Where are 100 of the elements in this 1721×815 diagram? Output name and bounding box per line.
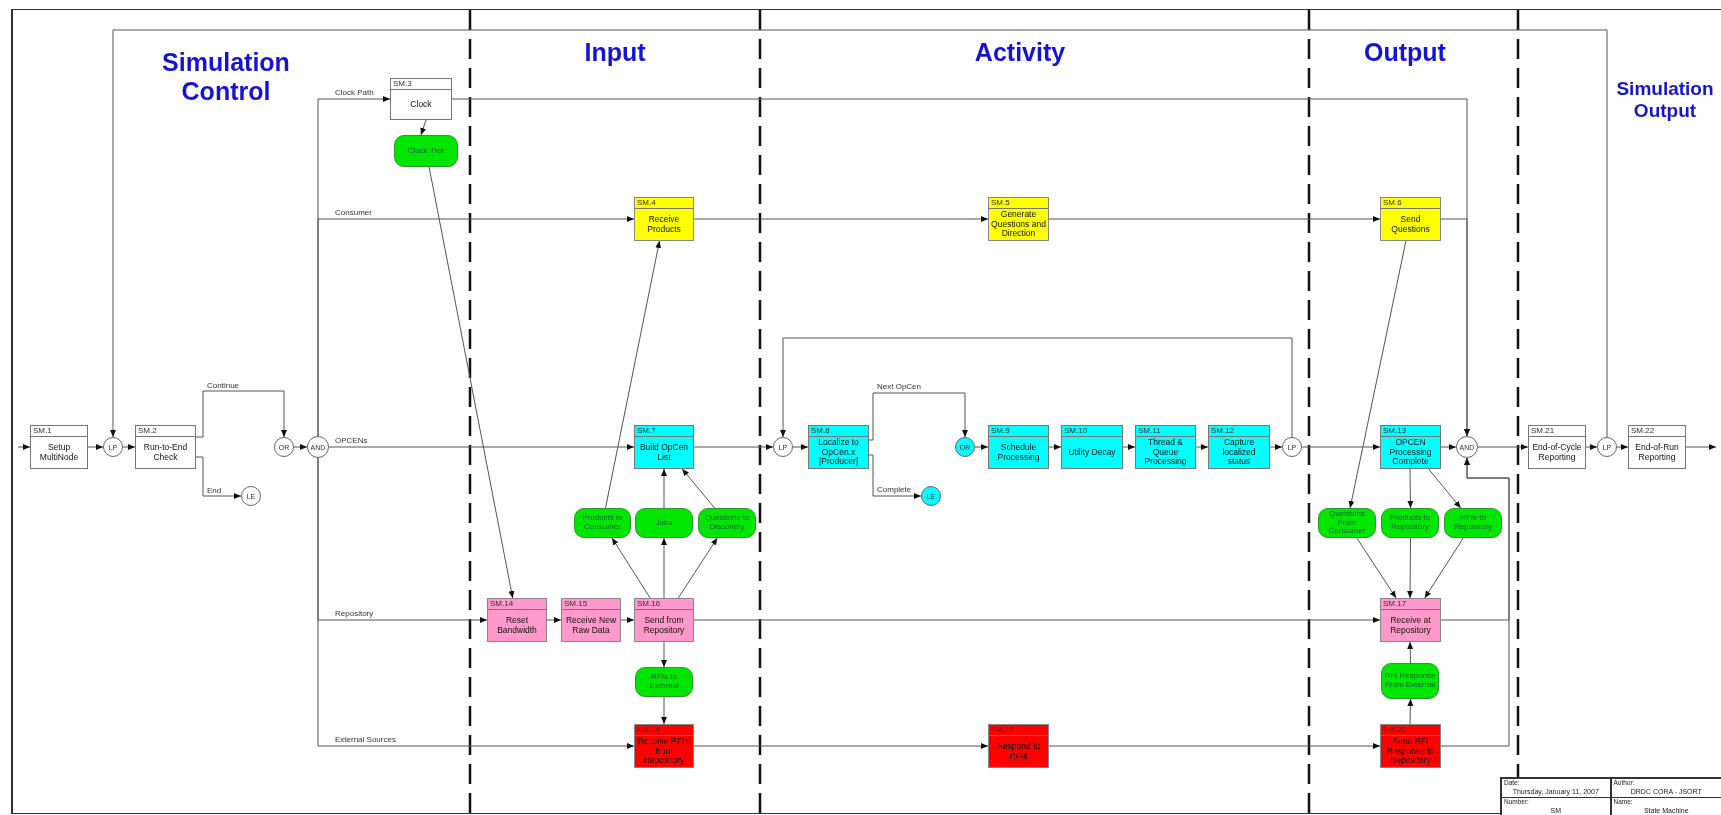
flow-arrow <box>661 696 667 725</box>
state-label: Receive Products <box>646 215 682 234</box>
flow-arrow <box>1616 444 1629 450</box>
state-label: Capture localized status <box>1221 438 1257 467</box>
flow-arrow <box>1407 641 1414 664</box>
flow-arrow <box>693 617 1381 623</box>
flow-arrow <box>868 392 968 441</box>
state-box <box>1380 598 1441 642</box>
state-id: SM.1 <box>31 426 87 437</box>
data-pill <box>698 508 756 538</box>
state-box <box>808 425 869 469</box>
state-label: Utility Decay <box>1068 447 1116 458</box>
flow-arrow <box>17 444 31 450</box>
state-box <box>634 197 694 241</box>
state-box <box>30 425 88 469</box>
state-box <box>135 425 196 469</box>
state-id: SM.6 <box>1381 198 1440 209</box>
flow-arrow <box>1195 444 1209 450</box>
data-pill <box>1381 508 1439 538</box>
flow-arrow <box>451 98 1470 437</box>
state-box <box>988 724 1049 768</box>
state-id: SM.18 <box>635 725 693 736</box>
lane-heading: Simulation Output <box>1615 78 1715 122</box>
data-label: RFI Response From External <box>1384 672 1436 690</box>
flow-arrow <box>693 743 989 749</box>
data-label: Questions to Discovery <box>703 514 751 532</box>
edge-label: OPCENs <box>334 436 369 445</box>
flow-arrow <box>661 641 667 668</box>
flow-arrow <box>195 390 287 438</box>
state-box <box>1628 425 1686 469</box>
state-label: Setup MultiNode <box>38 443 80 462</box>
state-id: SM.14 <box>488 599 546 610</box>
flow-arrow <box>1048 216 1381 222</box>
flow-arrow <box>1407 468 1414 509</box>
state-box <box>988 197 1049 241</box>
edge-label: Next OpCen <box>876 382 923 391</box>
flow-arrow <box>868 454 922 499</box>
flow-arrow <box>1440 457 1510 747</box>
edge-label: Complete <box>876 485 913 494</box>
state-label: Run-to-End Check <box>142 443 189 462</box>
state-label: End-of-Run Reporting <box>1634 443 1680 462</box>
flow-arrow <box>620 617 635 623</box>
data-label: Clock Tick <box>407 146 445 156</box>
data-label: Questions From Consumer <box>1327 509 1367 537</box>
flow-arrow <box>1048 444 1062 450</box>
data-label: Products to Repository <box>1388 514 1432 532</box>
data-label: Jobs <box>655 518 673 528</box>
flow-arrow <box>428 166 515 599</box>
flow-arrow <box>605 240 662 509</box>
flow-arrow <box>317 457 635 749</box>
state-box <box>1135 425 1196 469</box>
edge-label: Clock Path <box>334 88 375 97</box>
flow-arrow <box>661 468 667 509</box>
state-id: SM.8 <box>809 426 868 437</box>
state-box <box>1380 724 1441 768</box>
state-id: SM.7 <box>635 426 693 437</box>
state-id: SM.16 <box>635 599 693 610</box>
state-label: Send from Repository <box>642 616 686 635</box>
data-label: RFIs to Repository <box>1452 514 1494 532</box>
data-pill <box>1318 508 1376 538</box>
state-id: SM.10 <box>1062 426 1122 437</box>
state-box <box>561 598 621 642</box>
data-pill <box>1444 508 1502 538</box>
state-box <box>634 724 694 768</box>
edge-label: External Sources <box>334 735 397 744</box>
state-id: SM.17 <box>1381 599 1440 610</box>
state-box <box>1061 425 1123 469</box>
state-id: SM.2 <box>136 426 195 437</box>
edge-label: Continue <box>206 381 241 390</box>
flow-arrow <box>1428 468 1462 509</box>
state-box <box>390 78 452 120</box>
lane-heading: Input <box>583 38 647 67</box>
state-id: SM.15 <box>562 599 620 610</box>
lane-heading: Output <box>1363 38 1447 67</box>
edge-label: End <box>206 486 223 495</box>
state-label: Send Questions <box>1390 215 1431 234</box>
lane-heading: Simulation Control <box>161 48 291 106</box>
flow-arrow <box>1440 444 1457 450</box>
state-id: SM.11 <box>1136 426 1195 437</box>
state-box <box>988 425 1049 469</box>
flow-arrow <box>1122 444 1136 450</box>
flow-arrow <box>317 216 635 437</box>
data-label: RFIs to External <box>648 673 680 691</box>
state-label: Receive RFI's from Repository <box>637 737 691 766</box>
flow-arrow <box>611 537 651 599</box>
flow-arrow <box>661 537 667 599</box>
data-pill <box>635 508 693 538</box>
state-id: SM.3 <box>391 79 451 90</box>
state-box <box>634 598 694 642</box>
flow-arrow <box>974 444 989 450</box>
flow-arrow <box>1269 444 1283 450</box>
flow-arrow <box>122 444 136 450</box>
state-id: SM.21 <box>1529 426 1585 437</box>
state-id: SM.12 <box>1209 426 1269 437</box>
flow-arrow <box>87 444 104 450</box>
flow-arrow <box>677 537 718 599</box>
state-label: OPCEN Processing Complete <box>1388 438 1433 467</box>
state-label: Send RFI Response to Repository <box>1385 737 1436 766</box>
edge-label: Repository <box>334 609 375 618</box>
state-id: SM.19 <box>989 725 1048 736</box>
